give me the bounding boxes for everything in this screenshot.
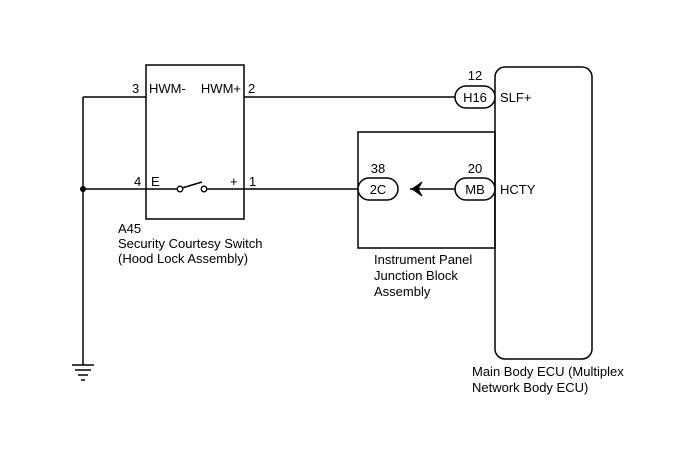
pin-hwm-minus-number: 3 [132, 81, 139, 96]
main-body-ecu-box [494, 66, 593, 360]
ecu-name-line1: Main Body ECU (Multiplex [472, 364, 624, 379]
junction-block-name-line3: Assembly [374, 284, 431, 299]
junction-block-name-line2: Junction Block [374, 268, 458, 283]
switch-contact-right [200, 185, 208, 193]
connector-2c-label: 2C [370, 182, 387, 197]
pin-e-label: E [151, 174, 160, 189]
connector-mb-pin: 20 [468, 161, 482, 176]
connector-mb [454, 177, 496, 201]
switch-name-line2: (Hood Lock Assembly) [118, 251, 248, 266]
connector-h16 [454, 85, 496, 109]
pin-plus-number: 1 [249, 174, 256, 189]
switch-code: A45 [118, 221, 141, 236]
connector-h16-pin: 12 [468, 68, 482, 83]
connector-2c-pin: 38 [371, 161, 385, 176]
junction-block-name-line1: Instrument Panel [374, 252, 472, 267]
pin-e-number: 4 [134, 174, 141, 189]
inline-connector-chevron-icon [411, 181, 423, 197]
ground-icon [72, 364, 94, 381]
security-courtesy-switch-box [145, 64, 245, 220]
switch-name-line1: Security Courtesy Switch [118, 236, 263, 251]
connector-2c [357, 177, 399, 201]
switch-blade [181, 181, 203, 189]
connector-mb-label: MB [465, 182, 485, 197]
terminal-slf-plus: SLF+ [500, 90, 531, 105]
pin-hwm-plus-number: 2 [248, 81, 255, 96]
terminal-hcty: HCTY [500, 182, 536, 197]
pin-hwm-minus-label: HWM- [149, 81, 186, 96]
pin-hwm-plus-label: HWM+ [201, 81, 241, 96]
pin-plus-label: + [230, 174, 238, 189]
ecu-name-line2: Network Body ECU) [472, 380, 588, 395]
switch-contact-left [176, 185, 184, 193]
connector-h16-label: H16 [463, 90, 487, 105]
